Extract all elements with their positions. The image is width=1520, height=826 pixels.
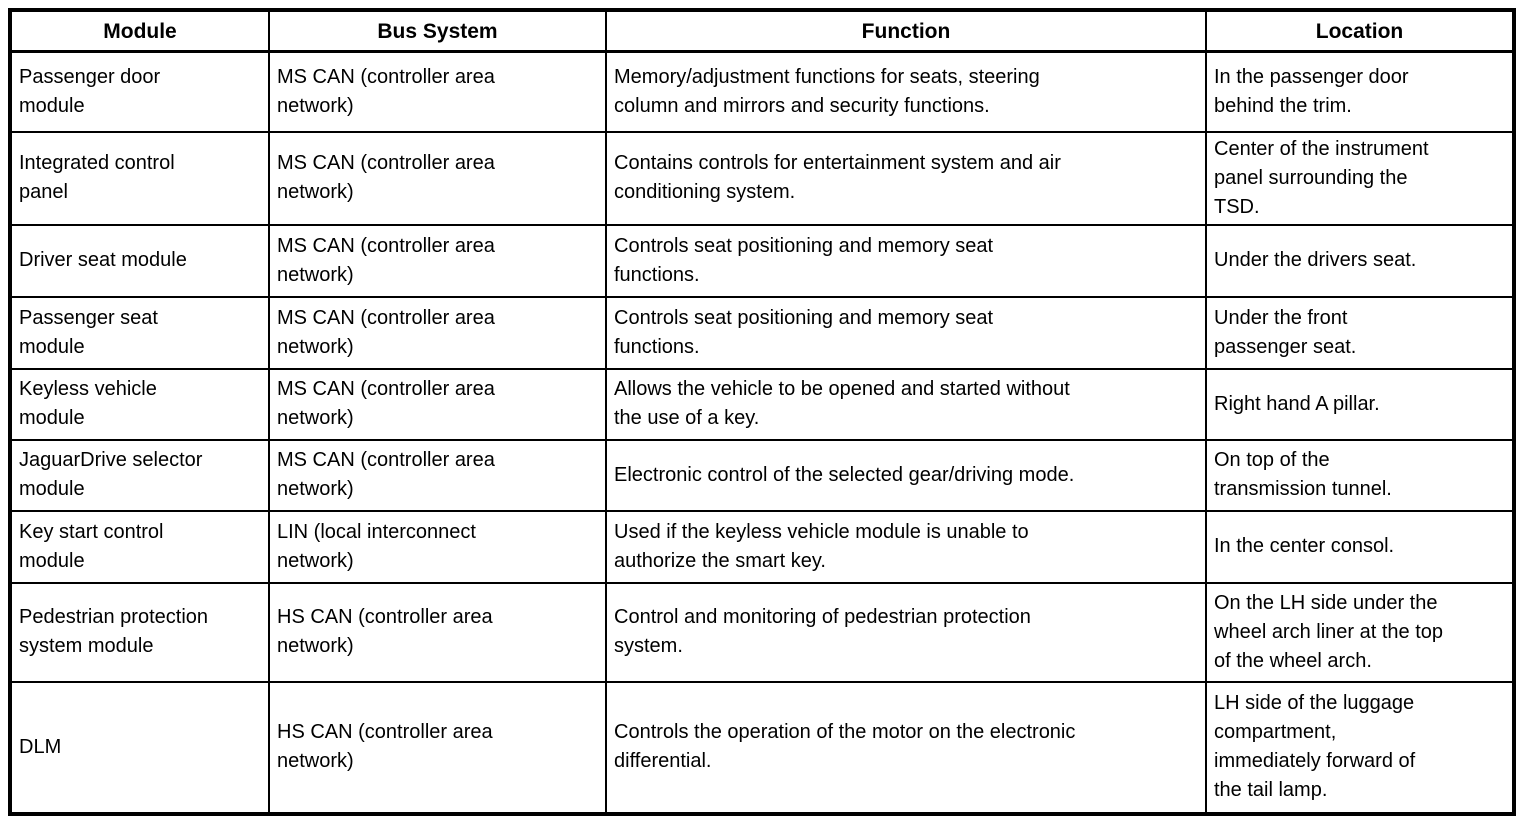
cell-bus-system: LIN (local interconnect network) [268,509,607,584]
cell-location: LH side of the luggage compartment, imme… [1205,680,1515,815]
cell-location: In the center consol. [1205,509,1515,584]
cell-location: In the passenger door behind the trim. [1205,50,1515,133]
cell-bus-system: MS CAN (controller area network) [268,438,607,512]
cell-module: Passenger door module [9,50,270,133]
cell-module: Key start control module [9,509,270,584]
cell-location: Under the drivers seat. [1205,223,1515,298]
cell-function: Contains controls for entertainment syst… [605,130,1207,226]
cell-bus-system: MS CAN (controller area network) [268,50,607,133]
cell-location: On top of the transmission tunnel. [1205,438,1515,512]
cell-module: Passenger seat module [9,295,270,370]
cell-module: Pedestrian protection system module [9,581,270,683]
cell-location: On the LH side under the wheel arch line… [1205,581,1515,683]
cell-location: Center of the instrument panel surroundi… [1205,130,1515,226]
cell-function: Memory/adjustment functions for seats, s… [605,50,1207,133]
cell-module: Driver seat module [9,223,270,298]
cell-bus-system: MS CAN (controller area network) [268,367,607,441]
header-row: Module Bus System Function Location [9,9,1515,53]
cell-function: Used if the keyless vehicle module is un… [605,509,1207,584]
cell-bus-system: MS CAN (controller area network) [268,295,607,370]
cell-bus-system: HS CAN (controller area network) [268,680,607,815]
column-header-function: Function [605,9,1207,53]
cell-bus-system: MS CAN (controller area network) [268,223,607,298]
cell-module: DLM [9,680,270,815]
cell-location: Under the front passenger seat. [1205,295,1515,370]
table-header: Module Bus System Function Location [9,9,1515,53]
cell-function: Control and monitoring of pedestrian pro… [605,581,1207,683]
cell-module: Integrated control panel [9,130,270,226]
cell-function: Allows the vehicle to be opened and star… [605,367,1207,441]
cell-bus-system: HS CAN (controller area network) [268,581,607,683]
column-header-bus-system: Bus System [268,9,607,53]
cell-location: Right hand A pillar. [1205,367,1515,441]
module-table: Module Bus System Function Location Pass… [8,8,1516,816]
cell-bus-system: MS CAN (controller area network) [268,130,607,226]
cell-function: Controls the operation of the motor on t… [605,680,1207,815]
cell-module: JaguarDrive selector module [9,438,270,512]
cell-function: Controls seat positioning and memory sea… [605,223,1207,298]
cell-function: Electronic control of the selected gear/… [605,438,1207,512]
cell-function: Controls seat positioning and memory sea… [605,295,1207,370]
column-header-module: Module [9,9,270,53]
column-header-location: Location [1205,9,1515,53]
cell-module: Keyless vehicle module [9,367,270,441]
